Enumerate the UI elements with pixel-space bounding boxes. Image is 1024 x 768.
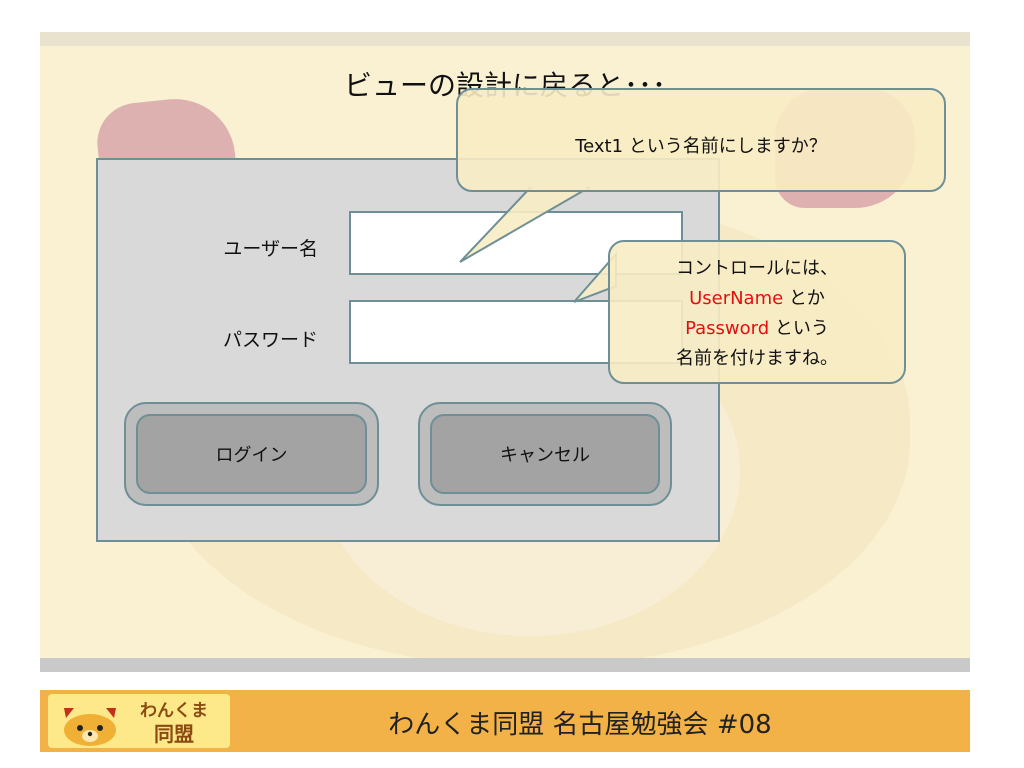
bubble-top: Text1 という名前にしますか？ <box>456 88 946 192</box>
footer-bar: わんくま 同盟 わんくま同盟 名古屋勉強会 #08 <box>40 690 970 752</box>
slide: ビューの設計に戻ると･･･ ユーザー名 パスワード ログイン キャンセル Tex… <box>40 32 970 672</box>
wankuma-logo: わんくま 同盟 <box>48 694 230 748</box>
login-form-mockup: ユーザー名 パスワード ログイン キャンセル <box>96 158 720 542</box>
bubble-top-text: Text1 という名前にしますか？ <box>575 136 827 157</box>
username-label: ユーザー名 <box>223 238 318 260</box>
bubble-right-line2: UserName とか <box>689 288 825 309</box>
bubble-right-line4: 名前を付けますね。 <box>676 348 838 369</box>
bear-face-icon <box>64 708 116 746</box>
password-control-name: Password <box>685 318 770 339</box>
login-button-frame: ログイン <box>124 402 379 506</box>
cancel-button-frame: キャンセル <box>418 402 672 506</box>
bubble-right-line1: コントロールには、 <box>676 258 838 279</box>
logo-text-top: わんくま <box>140 701 208 721</box>
logo-text-bottom: 同盟 <box>154 722 194 746</box>
username-control-name: UserName <box>689 288 784 309</box>
bubble-right: コントロールには、 UserName とか Password という 名前を付け… <box>608 240 906 384</box>
password-label: パスワード <box>222 329 318 351</box>
bubble-right-line3: Password という <box>685 318 829 339</box>
cancel-button[interactable]: キャンセル <box>430 414 660 494</box>
footer-event-title: わんくま同盟 名古屋勉強会 #08 <box>388 710 772 740</box>
login-button[interactable]: ログイン <box>136 414 367 494</box>
